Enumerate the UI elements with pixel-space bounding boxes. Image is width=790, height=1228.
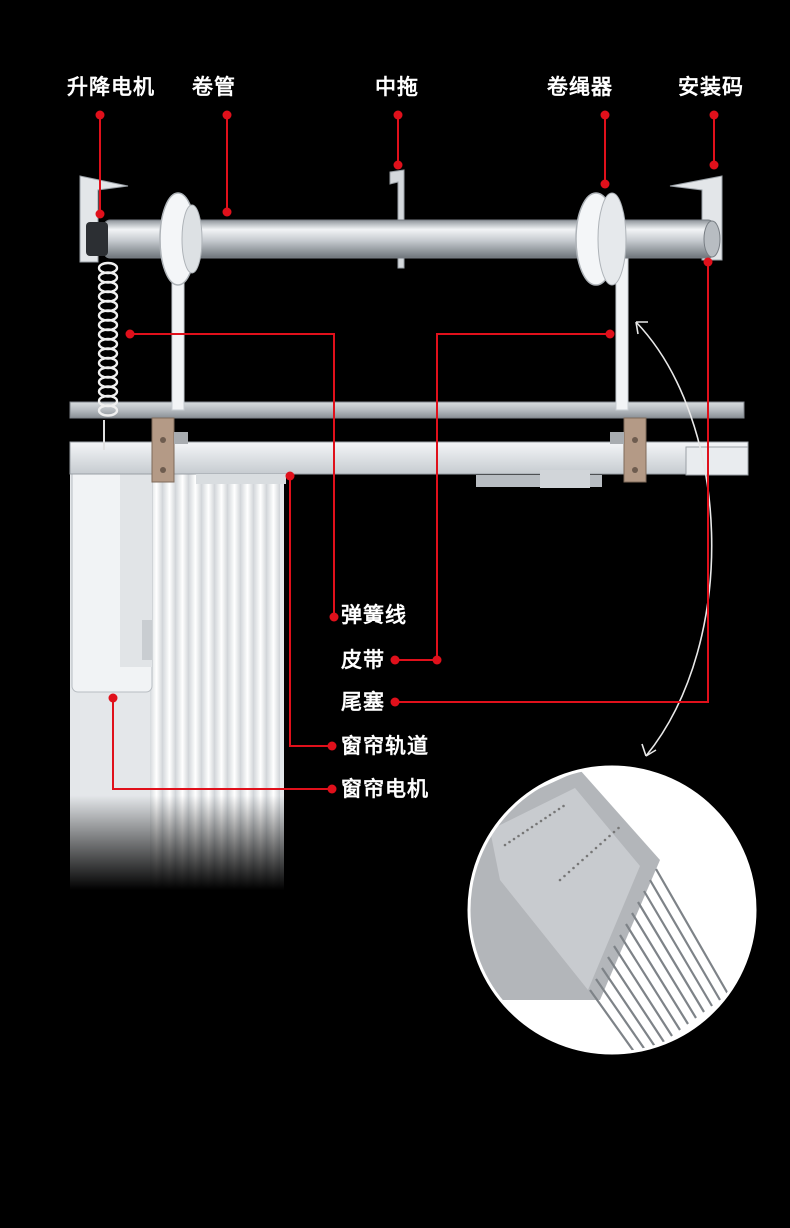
spring-coil [97,404,119,417]
cord-reels [159,192,627,286]
stitch-dot [508,840,511,844]
stitch-dot [576,862,580,866]
spring-cable-coil [97,261,119,450]
stitch-dot [594,846,598,850]
stitch-dot [521,831,525,835]
leader-lines [95,110,719,794]
leader-dot [390,697,400,707]
leader-dot [125,329,135,339]
stitch-dot [617,826,620,830]
stitch-dot [612,830,616,834]
belt-wire [631,912,697,1019]
label-curtain-track: 窗帘轨道 [341,734,429,758]
label-lift-motor: 升降电机 [67,75,155,99]
belt-wire [619,934,681,1031]
label-belt: 皮带 [341,648,385,672]
belt-wire [625,923,689,1025]
stitch-dot [503,843,507,847]
stitch-dot [572,866,575,870]
leader-dot [327,741,337,751]
track-brackets [151,417,647,483]
stitch-dot [535,822,538,826]
stitch-dot [526,828,529,832]
leader-dot [390,655,400,665]
belt-wire [649,879,721,1001]
label-center-hanger: 中拖 [375,75,419,99]
stitch-dot [548,813,552,817]
label-roller-tube: 卷管 [192,75,236,99]
belt-wire [655,868,729,995]
belt-wire [607,956,665,1043]
stitch-dot [530,825,534,829]
leader-dot [285,471,295,481]
leader-dot [393,160,403,170]
leader-dot [600,179,610,189]
stitch-dot [585,854,589,858]
leader-line [112,698,332,790]
belt-wire [595,978,649,1053]
stitch-dot [590,850,593,854]
stitch-dot [557,807,561,811]
stitch-dot [563,874,566,878]
leader-dot [329,612,339,622]
leader-dot [108,693,118,703]
curtain-motor-housing [71,451,153,693]
leader-line [289,476,332,747]
leader-dot [95,110,105,120]
label-cord-reel: 卷绳器 [547,75,613,99]
stitch-dot [603,838,607,842]
label-spring-cable: 弹簧线 [341,603,407,627]
belt-wire [613,945,673,1037]
label-mounting-bracket: 安装码 [678,75,744,99]
stitch-dot [553,810,556,814]
leader-dot [703,257,713,267]
mounting-rail [69,401,745,419]
belt-wire [601,967,657,1049]
roller-tube-body [86,219,721,259]
leader-dot [222,110,232,120]
leader-dot [709,160,719,170]
label-end-plug: 尾塞 [341,690,385,714]
leader-dot [605,329,615,339]
leader-line [130,333,335,617]
leader-dot [95,209,105,219]
stitch-dot [517,834,520,838]
belt-detail-zoom [467,765,757,1055]
leader-dot [709,110,719,120]
stitch-dot [558,878,562,882]
belt-wire [637,901,705,1013]
stitch-dot [581,858,584,862]
leader-dot [327,784,337,794]
leader-dot [393,110,403,120]
belt-wire [643,890,713,1007]
stitch-dot [544,816,547,820]
label-curtain-motor: 窗帘电机 [341,777,429,801]
leader-line [436,333,610,660]
leader-dot [600,110,610,120]
stitch-dot [562,804,565,808]
stitch-dot [599,842,602,846]
zoom-arrow [635,321,713,757]
belts [171,249,629,411]
leader-dot [222,207,232,217]
leader-line [395,262,709,703]
stitch-dot [608,834,611,838]
stitch-dot [539,819,543,823]
stitch-dot [512,837,516,841]
stitch-dot [567,870,571,874]
belt-wire [589,989,641,1053]
